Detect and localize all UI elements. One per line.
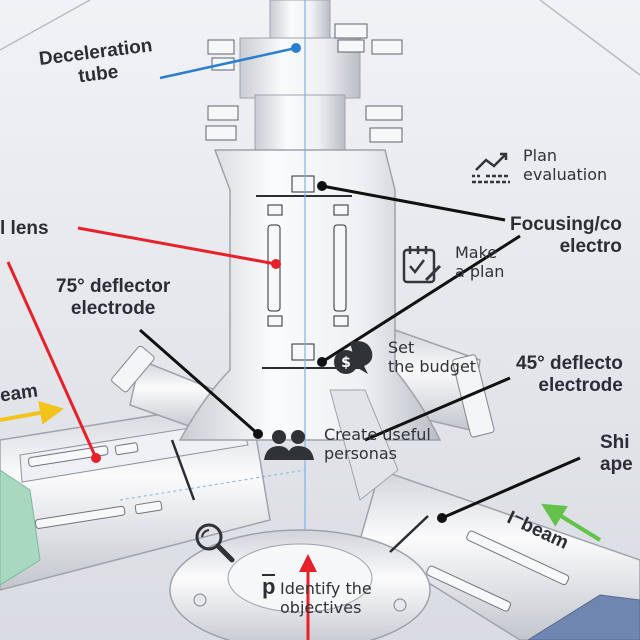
background-edge-left	[0, 0, 91, 51]
shield-label: Shi ape	[600, 432, 633, 475]
step-identify-the-objectives: Identify the objectives	[280, 579, 372, 617]
step-create-useful-personas: Create useful personas	[324, 425, 431, 463]
left-beam-arrow	[0, 400, 64, 425]
money-chat-icon: $	[334, 341, 373, 374]
lens-pointer-lower-dot	[91, 453, 101, 463]
magnifier-icon	[195, 523, 235, 563]
bottom-flange	[169, 529, 431, 640]
lens-pointer-dot	[271, 259, 281, 269]
deflector-75-pointer-dot	[253, 429, 263, 439]
shield-pointer	[441, 456, 581, 520]
step-set-the-budget: Set the budget	[388, 338, 477, 376]
focusing-pointer-dot	[317, 181, 327, 191]
focusing-pointer	[321, 184, 506, 222]
deflector-45-pointer	[364, 376, 511, 442]
checklist-pencil-icon	[402, 246, 442, 284]
focusing-pointer-lower-dot	[317, 357, 327, 367]
shield-pointer-dot	[437, 513, 447, 523]
deflector-75-label: 75° deflector electrode	[56, 276, 171, 319]
p-symbol-label: p	[262, 574, 276, 599]
deceleration-pointer	[159, 46, 297, 80]
right-beam-tube	[359, 469, 640, 640]
lens-label: l lens	[0, 218, 49, 239]
left-beam-tube	[0, 399, 271, 591]
background-edge-right	[539, 0, 640, 76]
people-icon	[264, 430, 314, 460]
green-block	[0, 469, 41, 586]
i-beam-arrow	[541, 503, 602, 542]
lens-pointer-lower	[6, 261, 98, 459]
svg-text:$: $	[341, 355, 351, 371]
beam-axis-diagonal	[119, 469, 306, 501]
right-deflector-plate	[389, 515, 429, 553]
lens-pointer	[77, 226, 277, 266]
blue-block	[527, 594, 640, 640]
focusing-label: Focusing/co electro	[510, 214, 622, 257]
step-plan-evaluation: Plan evaluation	[523, 146, 608, 184]
chart-trend-icon	[472, 152, 510, 184]
deflector-plate	[170, 439, 196, 501]
deflector-45-label: 45° deflecto electrode	[516, 353, 623, 396]
deceleration-pointer-dot	[291, 43, 301, 53]
deflector-75-pointer	[139, 328, 259, 436]
step-make-a-plan: Make a plan	[455, 243, 505, 281]
focusing-pointer-lower	[321, 234, 521, 364]
